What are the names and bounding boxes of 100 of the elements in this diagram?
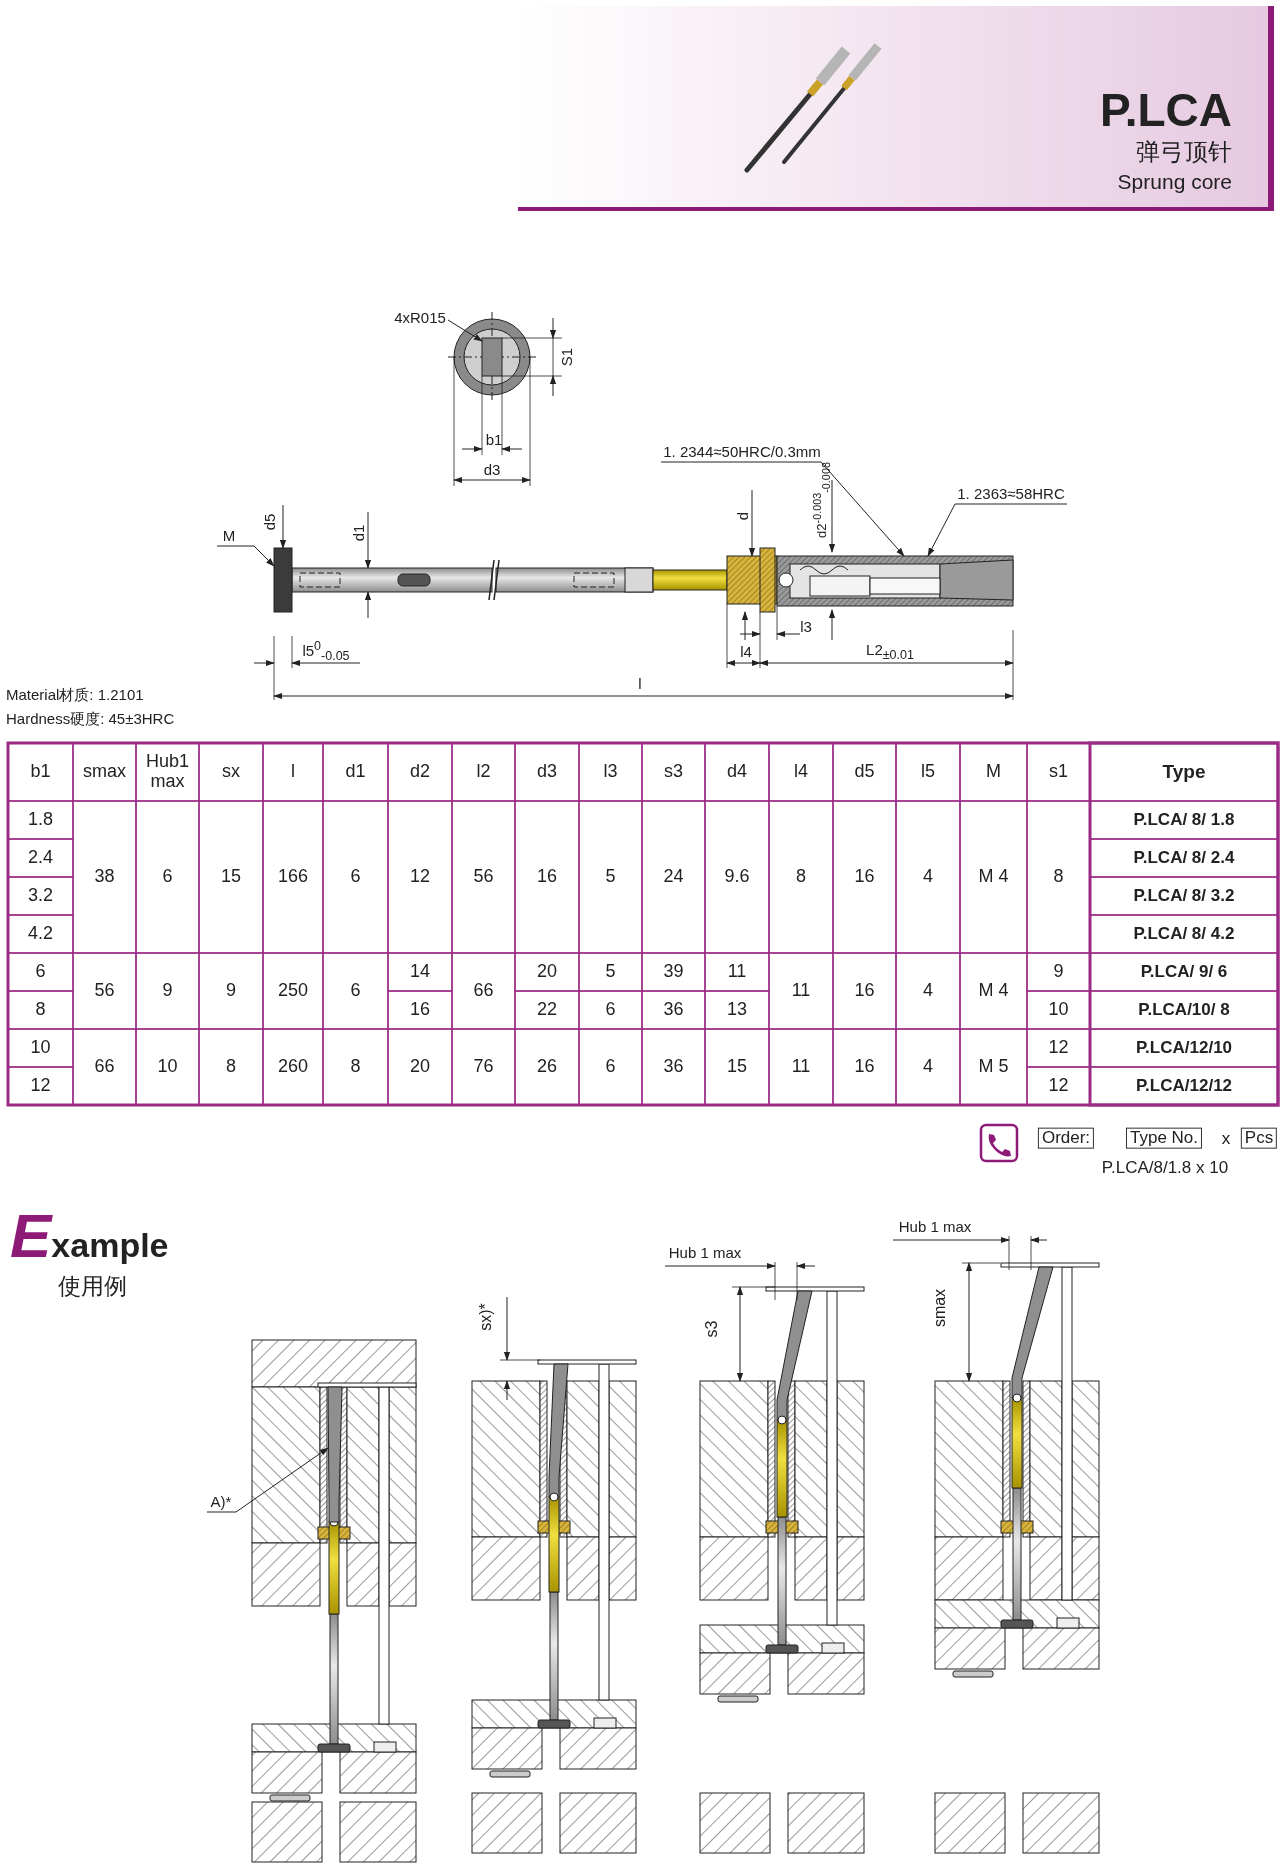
dimension-label: l3 xyxy=(800,618,812,636)
column-heading: M xyxy=(985,762,1002,782)
table-value: 4 xyxy=(923,1057,933,1077)
order-example: P.LCA/8/1.8 x 10 xyxy=(1101,1158,1229,1178)
table-value: 8 xyxy=(796,867,806,887)
column-heading: d5 xyxy=(853,762,876,782)
column-heading: s3 xyxy=(663,762,684,782)
table-value: 10 xyxy=(1048,1000,1069,1020)
title: P.LCA xyxy=(1099,84,1232,136)
column-heading: l4 xyxy=(793,762,809,782)
dimension-label: S1 xyxy=(558,347,576,367)
dimension-label: s3 xyxy=(703,1320,721,1338)
type-code: P.LCA/12/12 xyxy=(1135,1076,1233,1096)
type-code: P.LCA/10/ 8 xyxy=(1138,1000,1230,1020)
table-value: 39 xyxy=(663,962,684,982)
column-heading: d4 xyxy=(726,762,748,782)
callout-label: M xyxy=(222,527,236,545)
column-heading: Type xyxy=(1161,761,1207,783)
callout-label: 1. 2363≈58HRC xyxy=(957,485,1065,503)
table-value: 16 xyxy=(410,1000,430,1020)
column-heading: l2 xyxy=(475,762,492,782)
leader-line xyxy=(927,503,1068,557)
table-value: 15 xyxy=(727,1057,747,1077)
table-value: M 4 xyxy=(978,867,1009,887)
table-value: 4.2 xyxy=(28,924,53,944)
table-value: 56 xyxy=(94,981,115,1001)
table-value: 15 xyxy=(221,867,241,887)
leader-line xyxy=(216,545,275,567)
column-heading: smax xyxy=(82,762,127,782)
table-value: 16 xyxy=(854,1057,875,1077)
table-value: 166 xyxy=(278,867,308,887)
table-value: 24 xyxy=(663,867,684,887)
dimension-label: L2$_{±0.01}$ xyxy=(866,641,914,663)
leader-line xyxy=(660,461,905,557)
table-value: M 5 xyxy=(978,1057,1009,1077)
table-value: 6 xyxy=(605,1057,616,1077)
column-heading: l xyxy=(290,762,296,782)
dimension-label: Hub 1 max xyxy=(898,1218,972,1236)
table-value: 8 xyxy=(1053,867,1064,887)
table-value: 9 xyxy=(162,981,173,1001)
table-value: 10 xyxy=(30,1038,51,1058)
type-code: P.LCA/ 8/ 4.2 xyxy=(1133,924,1235,944)
table-value: 36 xyxy=(663,1057,684,1077)
table-value: 6 xyxy=(350,981,361,1001)
table-value: 12 xyxy=(1048,1076,1069,1096)
table-value: 20 xyxy=(537,962,557,982)
table-value: 16 xyxy=(537,867,557,887)
table-value: 12 xyxy=(1048,1038,1069,1058)
column-heading: l3 xyxy=(602,762,619,782)
material-note: Material材质: 1.2101 xyxy=(6,686,144,704)
table-value: 76 xyxy=(473,1057,494,1077)
table-value: 16 xyxy=(854,981,875,1001)
table-value: M 4 xyxy=(978,981,1009,1001)
type-code: P.LCA/12/10 xyxy=(1135,1038,1233,1058)
dimension-label: smax xyxy=(931,1288,949,1328)
dimension-label: l xyxy=(638,675,642,693)
table-value: 20 xyxy=(410,1057,430,1077)
table-value: 26 xyxy=(537,1057,557,1077)
table-value: 12 xyxy=(30,1076,51,1096)
table-value: 36 xyxy=(663,1000,684,1020)
subtitle: 弹弓顶针 xyxy=(1136,138,1232,166)
callout-label: 4xR015 xyxy=(394,309,446,327)
type-code: P.LCA/ 9/ 6 xyxy=(1140,962,1228,982)
table-value: 11 xyxy=(727,962,747,982)
dimension-label: sx)* xyxy=(477,1303,495,1331)
dimension-label: d5 xyxy=(261,513,279,531)
dimension-label: l4 xyxy=(740,643,752,661)
table-value: 66 xyxy=(473,981,494,1001)
dimension-label: Hub 1 max xyxy=(668,1244,742,1262)
square-section xyxy=(481,337,503,377)
table-value: 6 xyxy=(605,1000,616,1020)
dimension-label: b1 xyxy=(485,431,503,449)
type-code: P.LCA/ 8/ 1.8 xyxy=(1133,810,1235,830)
table-value: 4 xyxy=(923,867,933,887)
hardness-note: Hardness硬度: 45±3HRC xyxy=(6,710,175,728)
table-value: 4 xyxy=(923,981,933,1001)
table-value: 11 xyxy=(791,981,811,1001)
multiply-sign: x xyxy=(1221,1129,1231,1149)
leader-line xyxy=(447,319,483,342)
table-value: 16 xyxy=(854,867,875,887)
table-value: 14 xyxy=(410,962,430,982)
table-value: 3.2 xyxy=(28,886,53,906)
column-heading: Hub1 max xyxy=(145,752,190,792)
callout-label: 1. 2344≈50HRC/0.3mm xyxy=(663,443,821,461)
table-value: 8 xyxy=(350,1057,361,1077)
type-code: P.LCA/ 8/ 3.2 xyxy=(1133,886,1235,906)
table-value: 5 xyxy=(605,962,616,982)
section-subheading: 使用例 xyxy=(57,1274,127,1300)
column-heading: l5 xyxy=(920,762,936,782)
table-value: 12 xyxy=(410,867,430,887)
table-value: 66 xyxy=(94,1057,115,1077)
table-value: 6 xyxy=(350,867,361,887)
table-value: 8 xyxy=(226,1057,236,1077)
column-heading: b1 xyxy=(29,762,52,782)
pin-head xyxy=(273,547,293,613)
table-value: 38 xyxy=(94,867,115,887)
column-heading: d1 xyxy=(344,762,367,782)
type-code: P.LCA/ 8/ 2.4 xyxy=(1133,848,1235,868)
column-heading: d2 xyxy=(409,762,431,782)
column-heading: sx xyxy=(221,762,241,782)
